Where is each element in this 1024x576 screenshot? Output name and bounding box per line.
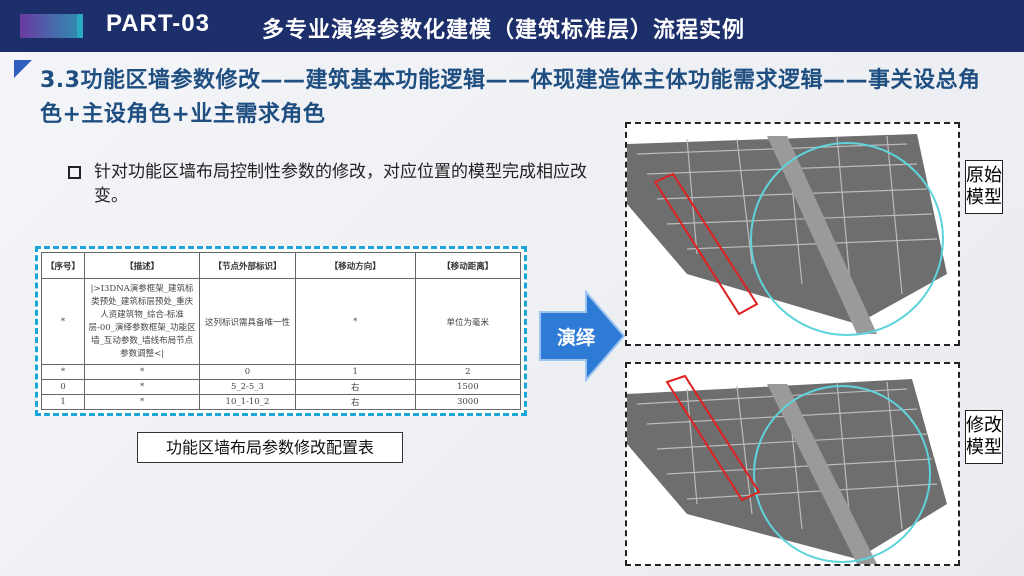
table-cell: * <box>294 278 416 365</box>
header-bar: PART-03 多专业演绎参数化建模（建筑标准层）流程实例 <box>0 0 1024 52</box>
building-model-3d <box>627 134 947 336</box>
table-cell: |>I3DNA演参框架_建筑标类预处_建筑标层预处_重庆人资建筑物_综合-标准层… <box>84 278 201 365</box>
config-table-frame: 【序号】 【描述】 【节点外部标识】 【移动方向】 【移动距离】 * |>I3D… <box>35 246 527 416</box>
table-cell: 右 <box>294 379 416 395</box>
table-header: 【移动距离】 <box>414 252 522 279</box>
header-decoration-accent <box>77 14 83 38</box>
table-row: 1 * 10_1-10_2 右 3000 <box>40 394 522 410</box>
right-arrow-icon <box>539 290 626 382</box>
config-table: 【序号】 【描述】 【节点外部标识】 【移动方向】 【移动距离】 * |>I3D… <box>40 252 522 410</box>
table-cell: 1500 <box>414 379 522 395</box>
table-row: * * 0 1 2 <box>40 364 522 380</box>
part-label: PART-03 <box>106 10 210 37</box>
arrow-label: 演绎 <box>556 327 595 349</box>
original-model-label: 原始模型 <box>965 160 1003 214</box>
corner-triangle-icon <box>14 60 32 78</box>
table-cell: 3000 <box>414 394 522 410</box>
table-caption: 功能区墙布局参数修改配置表 <box>137 432 403 463</box>
table-header: 【移动方向】 <box>294 252 416 279</box>
table-row: 0 * 5_2-5_3 右 1500 <box>40 379 522 395</box>
table-header: 【描述】 <box>84 252 201 279</box>
bullet-point: 针对功能区墙布局控制性参数的修改，对应位置的模型完成相应改变。 <box>68 160 588 208</box>
table-cell: 1 <box>40 394 86 410</box>
table-cell: * <box>84 379 201 395</box>
table-cell: 单位为毫米 <box>414 278 522 365</box>
building-model-3d <box>627 374 947 564</box>
table-cell: * <box>40 278 86 365</box>
section-title: 3.3功能区墙参数修改——建筑基本功能逻辑——体现建造体主体功能需求逻辑——事关… <box>40 68 981 127</box>
table-header: 【序号】 <box>40 252 86 279</box>
checkbox-bullet-icon <box>68 166 81 179</box>
original-model-image <box>625 122 960 346</box>
table-cell: 2 <box>414 364 522 380</box>
table-cell: 右 <box>294 394 416 410</box>
table-cell: * <box>84 394 201 410</box>
bullet-text: 针对功能区墙布局控制性参数的修改，对应位置的模型完成相应改变。 <box>94 162 587 206</box>
table-cell: 10_1-10_2 <box>199 394 296 410</box>
header-title: 多专业演绎参数化建模（建筑标准层）流程实例 <box>262 18 746 43</box>
table-cell: 1 <box>294 364 416 380</box>
table-row: * |>I3DNA演参框架_建筑标类预处_建筑标层预处_重庆人资建筑物_综合-标… <box>40 278 522 365</box>
table-cell: * <box>40 364 86 380</box>
modified-model-label: 修改模型 <box>965 410 1003 464</box>
table-header: 【节点外部标识】 <box>199 252 296 279</box>
modified-model-image <box>625 362 960 566</box>
header-decoration <box>20 14 82 38</box>
table-cell: * <box>84 364 201 380</box>
table-cell: 5_2-5_3 <box>199 379 296 395</box>
table-cell: 0 <box>40 379 86 395</box>
table-cell: 这列标识需具备唯一性 <box>199 278 296 365</box>
table-cell: 0 <box>199 364 296 380</box>
